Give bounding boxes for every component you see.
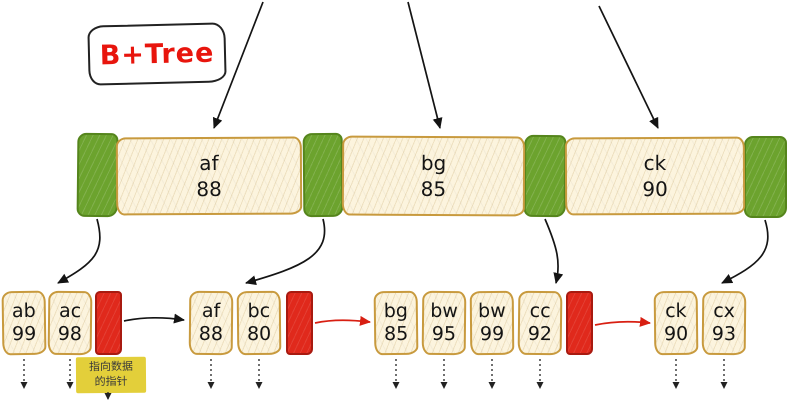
leaf-cell: bg 85 bbox=[373, 290, 419, 356]
leaf-next-pointer-1 bbox=[95, 291, 122, 355]
leaf-key: ac bbox=[58, 299, 82, 322]
edge-to-leaf-group-2 bbox=[245, 218, 326, 286]
data-pointer-annotation: 指向数据 的指针 bbox=[75, 356, 147, 393]
internal-key-box-3: ck 90 bbox=[564, 136, 746, 216]
leaf-cell: cx 93 bbox=[701, 290, 747, 356]
internal-key-box-1: af 88 bbox=[115, 136, 303, 216]
internal-value: 88 bbox=[196, 176, 222, 202]
internal-key-box-2: bg 85 bbox=[341, 135, 526, 217]
leaf-value: 80 bbox=[246, 322, 272, 346]
leaf-key: ab bbox=[11, 299, 36, 322]
leaf-key: bg bbox=[383, 299, 409, 322]
leaf-next-pointer-3 bbox=[566, 291, 593, 355]
diagram-title: B+Tree bbox=[99, 37, 215, 71]
leaf-key: af bbox=[201, 299, 221, 322]
annotation-line-1: 指向数据 bbox=[88, 359, 133, 374]
internal-child-pointer-2 bbox=[302, 132, 344, 218]
leaf-value: 99 bbox=[11, 322, 37, 346]
leaf-key: bc bbox=[247, 299, 271, 322]
internal-value: 85 bbox=[420, 176, 447, 202]
leaf-cell: cc 92 bbox=[517, 290, 563, 356]
leaf-value: 88 bbox=[198, 322, 224, 346]
leaf-value: 92 bbox=[527, 322, 553, 346]
leaf-value: 99 bbox=[479, 322, 505, 346]
internal-child-pointer-4 bbox=[744, 136, 787, 218]
leaf-cell: ck 90 bbox=[653, 290, 699, 356]
internal-key: ck bbox=[643, 150, 667, 176]
internal-value: 90 bbox=[642, 176, 668, 202]
internal-key: bg bbox=[420, 150, 447, 176]
leaf-value: 98 bbox=[57, 322, 83, 346]
annotation-line-2: 的指针 bbox=[94, 374, 128, 388]
leaf-next-pointer-2 bbox=[286, 291, 313, 355]
leaf-value: 90 bbox=[663, 322, 689, 346]
leaf-link-arrow-1 bbox=[123, 313, 185, 324]
edge-to-leaf-group-4 bbox=[721, 219, 769, 284]
title-box: B+Tree bbox=[87, 22, 227, 86]
leaf-key: bw bbox=[477, 299, 506, 322]
leaf-cell: bw 99 bbox=[469, 290, 515, 356]
edge-to-leaf-group-1 bbox=[57, 218, 101, 284]
internal-key: af bbox=[199, 150, 219, 176]
leaf-cell: ab 99 bbox=[1, 290, 47, 356]
leaf-key: ck bbox=[665, 299, 687, 322]
edge-to-leaf-group-3 bbox=[544, 218, 564, 284]
leaf-value: 85 bbox=[383, 322, 409, 346]
leaf-link-arrow-3 bbox=[594, 316, 651, 327]
leaf-cell: af 88 bbox=[188, 290, 234, 356]
incoming-arrow-3 bbox=[598, 5, 659, 129]
leaf-key: cx bbox=[713, 299, 736, 322]
incoming-arrow-2 bbox=[407, 1, 443, 129]
internal-child-pointer-1 bbox=[76, 132, 119, 218]
leaf-cell: bc 80 bbox=[236, 290, 282, 356]
leaf-key: bw bbox=[430, 299, 459, 322]
leaf-cell: bw 95 bbox=[421, 290, 467, 356]
leaf-cell: ac 98 bbox=[47, 290, 93, 356]
leaf-value: 93 bbox=[711, 322, 737, 346]
leaf-key: cc bbox=[529, 299, 551, 322]
leaf-value: 95 bbox=[431, 322, 457, 346]
leaf-link-arrow-2 bbox=[314, 315, 371, 326]
internal-child-pointer-3 bbox=[523, 134, 567, 218]
